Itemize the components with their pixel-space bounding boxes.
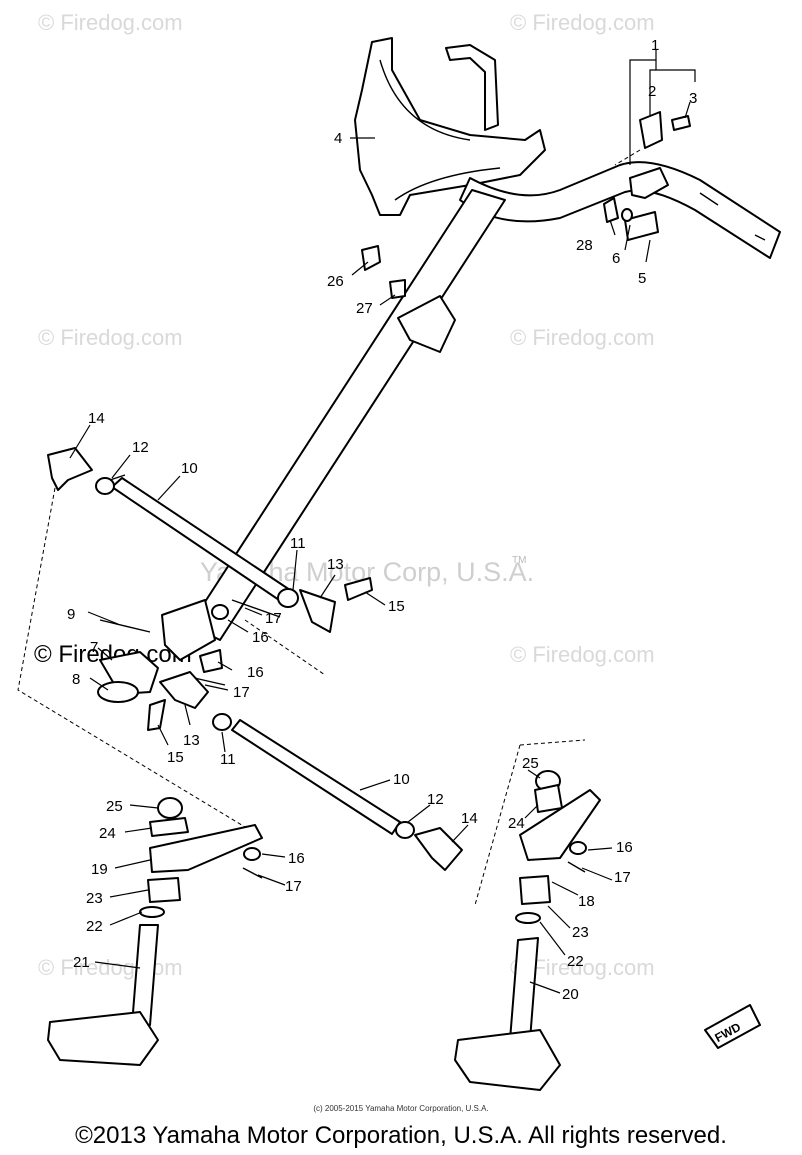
part-label-13-upper: 13	[327, 556, 344, 573]
leader-lines	[69, 50, 696, 994]
part-label-16-middle: 16	[247, 664, 264, 681]
part-label-14-lower: 14	[461, 810, 478, 827]
part-label-7: 7	[90, 639, 98, 656]
part-label-11-upper: 11	[290, 535, 306, 552]
part-label-2: 2	[648, 83, 656, 100]
fwd-arrow-icon: FWD	[704, 1004, 761, 1049]
watermark-upper-left: © Firedog.com	[38, 325, 183, 350]
watermark-lower-left: © Firedog.com	[38, 955, 183, 980]
part-label-24-left: 24	[99, 825, 116, 842]
part-label-15-lower: 15	[167, 749, 184, 766]
part-number-labels: 1 2 3 4 5 6 28 26 27 14 12 10 11 13 15 1…	[67, 37, 697, 1003]
part-label-15-upper: 15	[388, 598, 405, 615]
part-label-6: 6	[612, 250, 620, 267]
part-label-9: 9	[67, 606, 75, 623]
upper-tie-rod	[47, 447, 291, 603]
part-label-13-lower: 13	[183, 732, 200, 749]
part-label-10-lower: 10	[393, 771, 410, 788]
left-steering-assembly	[47, 797, 263, 1066]
small-copyright-line: (c) 2005-2015 Yamaha Motor Corporation, …	[313, 1104, 489, 1113]
part-label-5: 5	[638, 270, 646, 287]
part-label-12-lower: 12	[427, 791, 444, 808]
part-label-10-upper: 10	[181, 460, 198, 477]
part-label-4: 4	[334, 130, 342, 147]
part-label-22-left: 22	[86, 918, 103, 935]
part-label-23-right: 23	[572, 924, 589, 941]
part-label-3: 3	[689, 90, 697, 107]
part-label-23-left: 23	[86, 890, 103, 907]
part-label-16-right: 16	[616, 839, 633, 856]
assembly-guide-lines	[17, 149, 641, 906]
right-steering-assembly	[454, 770, 601, 1091]
upper-right-small-parts	[603, 111, 691, 241]
part-label-11-lower: 11	[220, 751, 236, 768]
part-label-14-upper: 14	[88, 410, 105, 427]
part-label-26: 26	[327, 273, 344, 290]
part-label-22-right: 22	[567, 953, 584, 970]
part-label-28: 28	[576, 237, 593, 254]
part-label-24-right: 24	[508, 815, 525, 832]
part-label-18: 18	[578, 893, 595, 910]
part-label-8: 8	[72, 671, 80, 688]
part-label-16-left: 16	[288, 850, 305, 867]
part-label-25-right: 25	[522, 755, 539, 772]
watermark-top-left: © Firedog.com	[38, 10, 183, 35]
part-label-1: 1	[651, 37, 659, 54]
part-label-16-upper: 16	[252, 629, 269, 646]
part-label-21: 21	[73, 954, 90, 971]
watermark-top-right: © Firedog.com	[510, 10, 655, 35]
part-label-17-right: 17	[614, 869, 631, 886]
part-label-17-middle: 17	[233, 684, 250, 701]
tie-rod-joint-parts	[97, 577, 373, 731]
part-label-17-left: 17	[285, 878, 302, 895]
column-clamp-bolt	[361, 245, 406, 299]
part-label-27: 27	[356, 300, 373, 317]
lower-tie-rod	[231, 719, 463, 871]
watermark-middle-right: © Firedog.com	[510, 642, 655, 667]
watermark-tm: TM	[512, 555, 526, 566]
copyright-notice: ©2013 Yamaha Motor Corporation, U.S.A. A…	[75, 1122, 727, 1149]
part-label-20: 20	[562, 986, 579, 1003]
part-label-19: 19	[91, 861, 108, 878]
part-label-12-upper: 12	[132, 439, 149, 456]
handlebar	[354, 37, 781, 259]
watermark-upper-right: © Firedog.com	[510, 325, 655, 350]
part-label-17-upper: 17	[265, 610, 282, 627]
part-label-25-left: 25	[106, 798, 123, 815]
steering-column	[161, 189, 506, 661]
